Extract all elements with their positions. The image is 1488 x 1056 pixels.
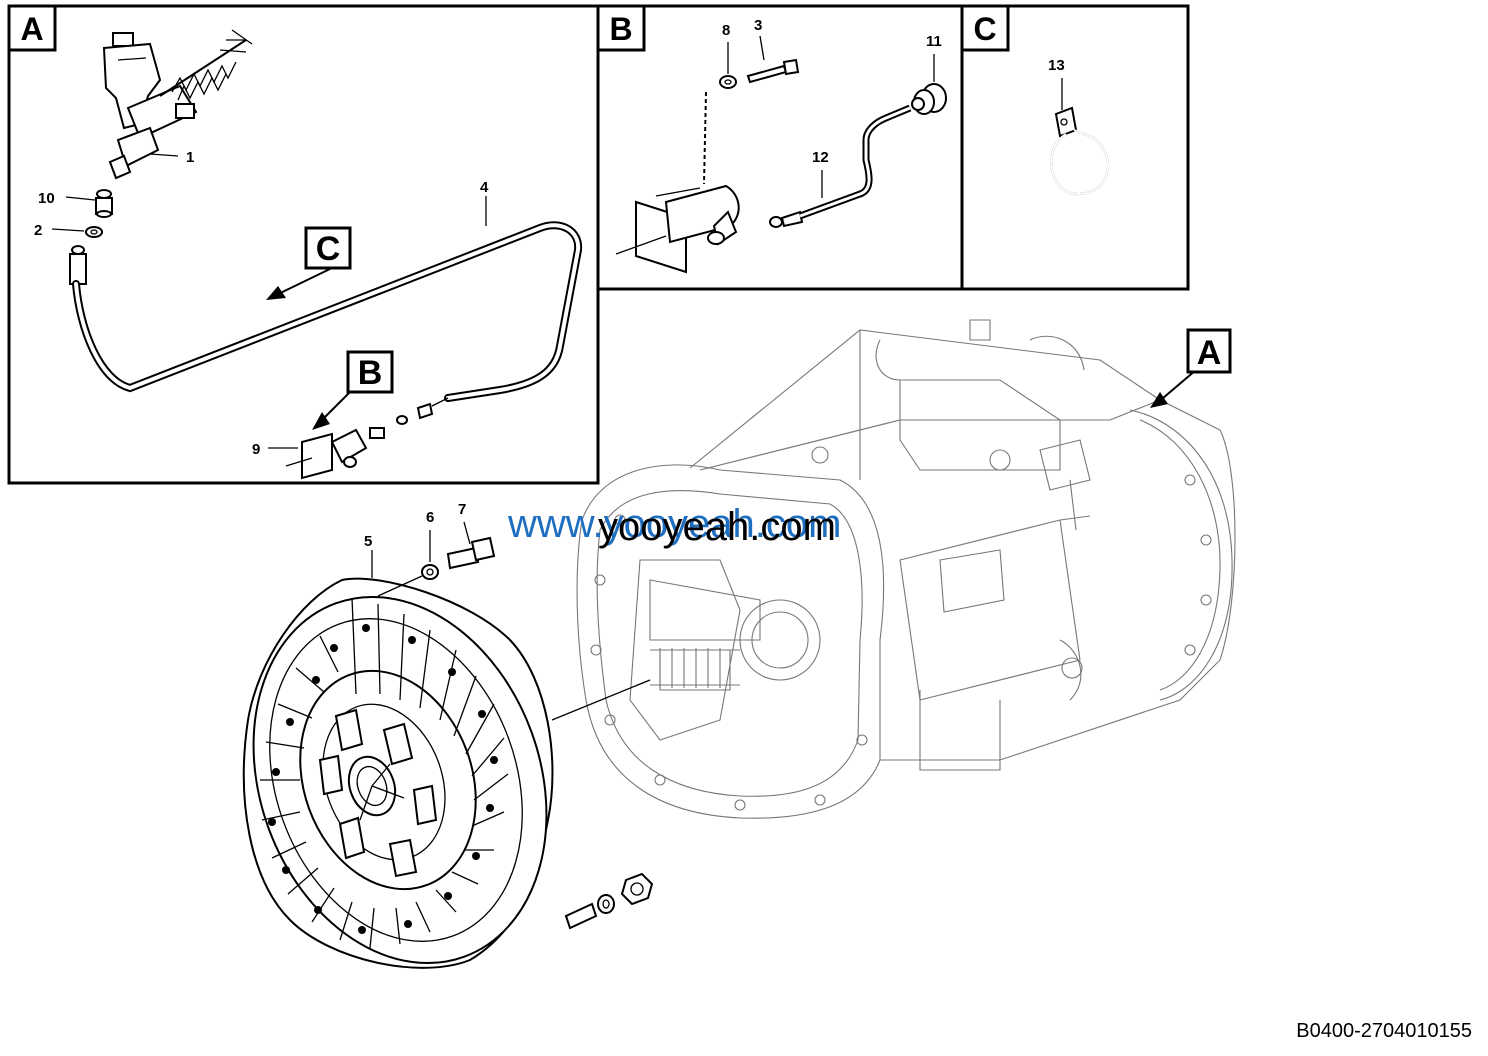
svg-text:C: C — [316, 230, 341, 268]
panel-a-label: A — [20, 11, 43, 47]
callout-12: 12 — [812, 149, 829, 166]
callout-6: 6 — [426, 509, 434, 526]
panel-a: A 1 10 2 — [7, 4, 600, 485]
slave-cylinder-small-9 — [285, 397, 449, 480]
svg-text:A: A — [1197, 334, 1222, 372]
callout-1: 1 — [186, 149, 194, 166]
callout-9: 9 — [252, 441, 260, 458]
callout-8: 8 — [722, 22, 730, 39]
bolt-3 — [746, 58, 800, 84]
washer-8 — [719, 75, 737, 89]
svg-text:www.yooyeah.com: www.yooyeah.com — [507, 502, 841, 546]
callout-4: 4 — [480, 179, 489, 196]
watermark: www.yooyeah.com yooyeah.com — [507, 502, 841, 549]
clutch-assembly-5 — [242, 577, 554, 969]
callout-5: 5 — [364, 533, 372, 550]
callout-11: 11 — [926, 33, 942, 50]
panel-c: C 13 — [960, 4, 1190, 291]
callout-2: 2 — [34, 222, 42, 239]
ref-b-in-a: B — [312, 350, 394, 430]
svg-text:B: B — [358, 354, 383, 392]
ref-c-in-a: C — [266, 226, 352, 300]
clutch-hose-4 — [69, 221, 583, 402]
slave-cylinder-9 — [615, 184, 740, 274]
washer-2 — [85, 226, 103, 238]
hose-clamp-13 — [1050, 106, 1110, 196]
washer-6 — [421, 564, 439, 580]
callout-13: 13 — [1048, 57, 1065, 74]
ref-a-on-gearbox: A — [1150, 328, 1232, 408]
pipe-12 — [769, 104, 912, 228]
panel-b-label: B — [609, 11, 632, 47]
svg-text:yooyeah.com: yooyeah.com — [598, 505, 836, 549]
leader-1 — [149, 153, 179, 157]
bolt-7 — [446, 536, 496, 570]
callout-10: 10 — [38, 190, 55, 207]
fitting-11 — [911, 83, 947, 115]
callout-7: 7 — [458, 501, 466, 518]
panel-c-label: C — [973, 11, 996, 47]
fitting-10 — [95, 189, 113, 218]
stud-washer-nut — [564, 872, 654, 930]
drawing-code: B0400-2704010155 — [1296, 1020, 1472, 1042]
panel-b: B 8 3 12 11 — [596, 4, 964, 291]
gearbox-housing — [576, 319, 1236, 819]
callout-3: 3 — [754, 17, 762, 34]
clutch-master-cylinder — [102, 29, 253, 180]
